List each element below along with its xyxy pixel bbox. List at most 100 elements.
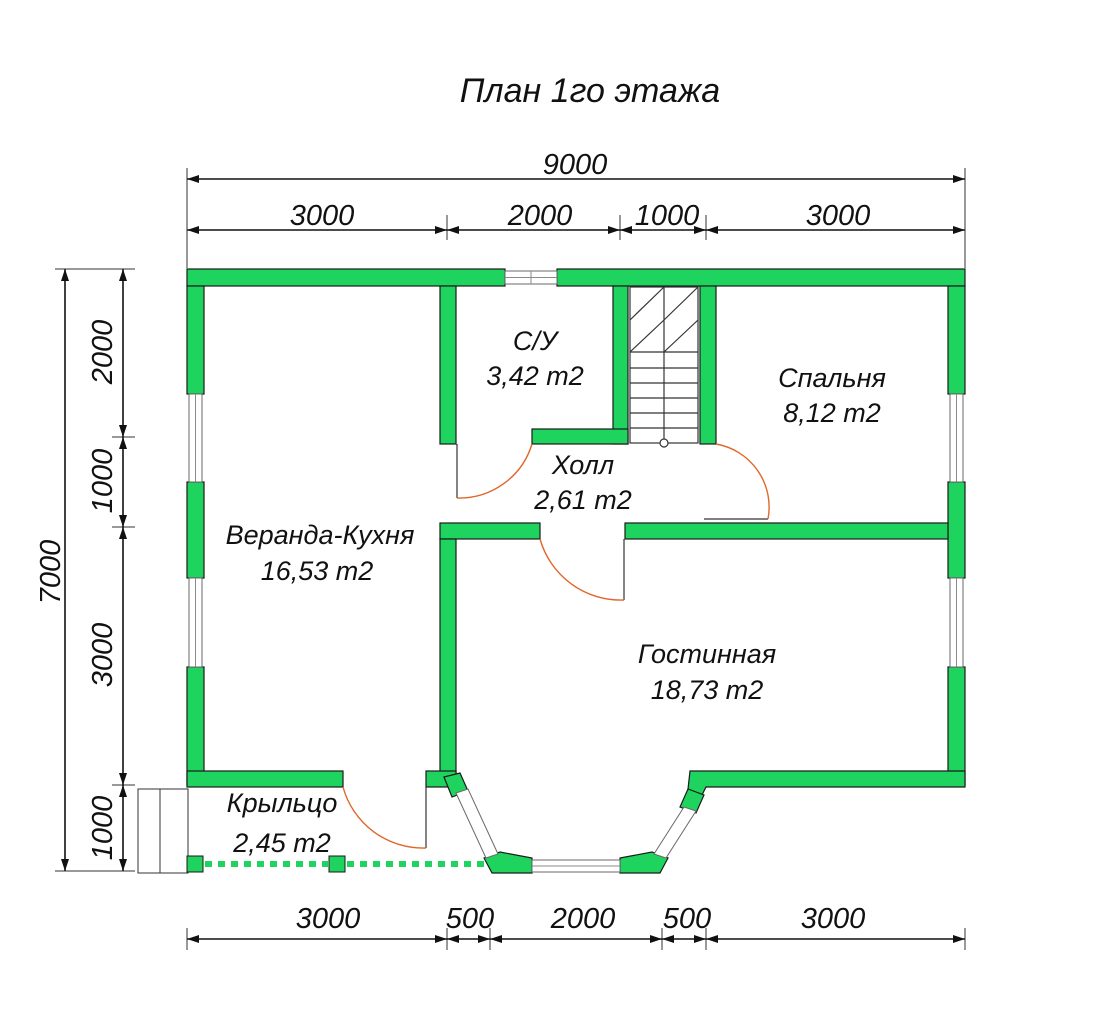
dimension-arrowhead <box>490 935 502 943</box>
dimension-arrowhead <box>447 935 459 943</box>
dimension-overall-width: 9000 <box>543 149 608 181</box>
wall-bathroom-bottom <box>531 428 629 445</box>
wall-living-bottom-right <box>687 770 966 796</box>
dimension-arrowhead <box>447 226 459 234</box>
step-outline <box>137 788 189 874</box>
dimension-bottom-5: 3000 <box>801 903 866 935</box>
bottom-dimensions: 3000 500 2000 500 3000 <box>186 903 966 950</box>
dimension-arrowhead <box>61 859 69 871</box>
dimension-arrowhead <box>187 935 199 943</box>
room-bathroom-area: 3,42 m2 <box>486 361 584 391</box>
dimension-arrowhead <box>119 425 127 437</box>
room-living-name: Гостинная <box>638 639 776 669</box>
wall-bay-right-top <box>679 788 705 814</box>
dimension-arrowhead <box>662 935 674 943</box>
dimension-left-3: 3000 <box>87 623 119 688</box>
dimension-arrowhead <box>650 935 662 943</box>
wall-left-3 <box>186 666 205 786</box>
porch-railing <box>186 855 486 873</box>
dimension-left-2: 1000 <box>87 449 119 514</box>
dimension-top-3: 1000 <box>635 200 700 232</box>
wall-bathroom-left <box>439 285 457 445</box>
room-hall-name: Холл <box>551 450 614 480</box>
plan-title: План 1го этажа <box>460 72 720 110</box>
railing-post <box>328 855 346 873</box>
windows <box>188 270 964 873</box>
wall-bedroom-left <box>699 285 717 445</box>
dimension-arrowhead <box>608 226 620 234</box>
window-bay-right <box>653 806 697 859</box>
top-dimensions: 9000 3000 2000 1000 3000 <box>186 149 966 268</box>
dimension-overall-height: 7000 <box>35 540 67 605</box>
wall-left-2 <box>186 481 205 579</box>
dimension-arrowhead <box>187 226 199 234</box>
staircase <box>629 286 699 448</box>
wall-veranda-living <box>439 538 457 786</box>
room-bedroom-name: Спальня <box>778 363 886 393</box>
dimension-bottom-3: 2000 <box>550 903 616 935</box>
wall-top-right <box>556 268 966 287</box>
dimension-arrowhead <box>187 175 199 183</box>
dimension-arrows <box>61 175 965 943</box>
door-bathroom-swing <box>456 443 533 499</box>
dimension-arrowhead <box>61 269 69 281</box>
wall-right-3 <box>947 666 966 786</box>
doors <box>342 443 770 849</box>
dimension-left-4: 1000 <box>87 796 119 861</box>
dimension-arrowhead <box>119 437 127 449</box>
room-porch-area: 2,45 m2 <box>232 828 331 858</box>
dimension-top-2: 2000 <box>507 200 573 232</box>
room-veranda-kitchen-name: Веранда-Кухня <box>226 520 415 550</box>
wall-bathroom-right <box>612 285 629 445</box>
dimension-arrowhead <box>694 226 706 234</box>
dimension-arrowhead <box>119 269 127 281</box>
stair-winder <box>663 319 699 353</box>
dimension-arrowhead <box>119 773 127 785</box>
room-bedroom-area: 8,12 m2 <box>783 398 881 428</box>
stair-winder <box>629 319 665 353</box>
dimension-arrowhead <box>706 226 718 234</box>
door-living-swing <box>539 538 625 601</box>
dimension-left-1: 2000 <box>87 320 119 386</box>
door-bedroom-swing <box>715 443 770 520</box>
wall-right-2 <box>947 481 966 579</box>
dimension-arrowhead <box>435 226 447 234</box>
wall-top-left <box>186 268 506 287</box>
dimension-bottom-4: 500 <box>663 903 711 935</box>
window-bay-left <box>455 788 499 859</box>
dimension-arrowhead <box>694 935 706 943</box>
room-bathroom-name: С/У <box>513 326 560 356</box>
dimension-arrowhead <box>953 935 965 943</box>
room-porch-name: Крыльцо <box>227 788 338 818</box>
room-hall-area: 2,61 m2 <box>533 485 632 515</box>
dimension-top-4: 3000 <box>806 200 871 232</box>
dimension-bottom-2: 500 <box>446 903 494 935</box>
wall-left-1 <box>186 285 205 395</box>
wall-veranda-bottom <box>186 770 344 788</box>
left-dimensions: 7000 2000 1000 3000 1000 <box>35 268 135 872</box>
stair-winder <box>663 286 699 321</box>
stair-start-marker <box>659 438 669 448</box>
wall-hall-bottom-left <box>439 522 541 540</box>
dimension-arrowhead <box>478 935 490 943</box>
dimension-arrowhead <box>435 935 447 943</box>
room-veranda-kitchen-area: 16,53 m2 <box>261 556 374 586</box>
dimension-arrowhead <box>119 527 127 539</box>
dimension-arrowhead <box>953 226 965 234</box>
door-porch-swing <box>342 786 427 849</box>
room-living-area: 18,73 m2 <box>651 675 764 705</box>
dimension-arrowhead <box>119 859 127 871</box>
dimension-arrowhead <box>620 226 632 234</box>
dimension-arrowhead <box>953 175 965 183</box>
wall-hall-bottom-right <box>624 522 949 540</box>
room-labels: С/У 3,42 m2 Спальня 8,12 m2 Холл 2,61 m2… <box>226 326 886 858</box>
dimension-top-1: 3000 <box>290 200 355 232</box>
stair-winder <box>629 286 665 321</box>
dimension-arrowhead <box>706 935 718 943</box>
walls <box>186 268 966 874</box>
railing-post <box>186 855 204 873</box>
dimension-arrowhead <box>119 785 127 797</box>
dimension-bottom-1: 3000 <box>296 903 361 935</box>
dimension-arrowhead <box>119 515 127 527</box>
